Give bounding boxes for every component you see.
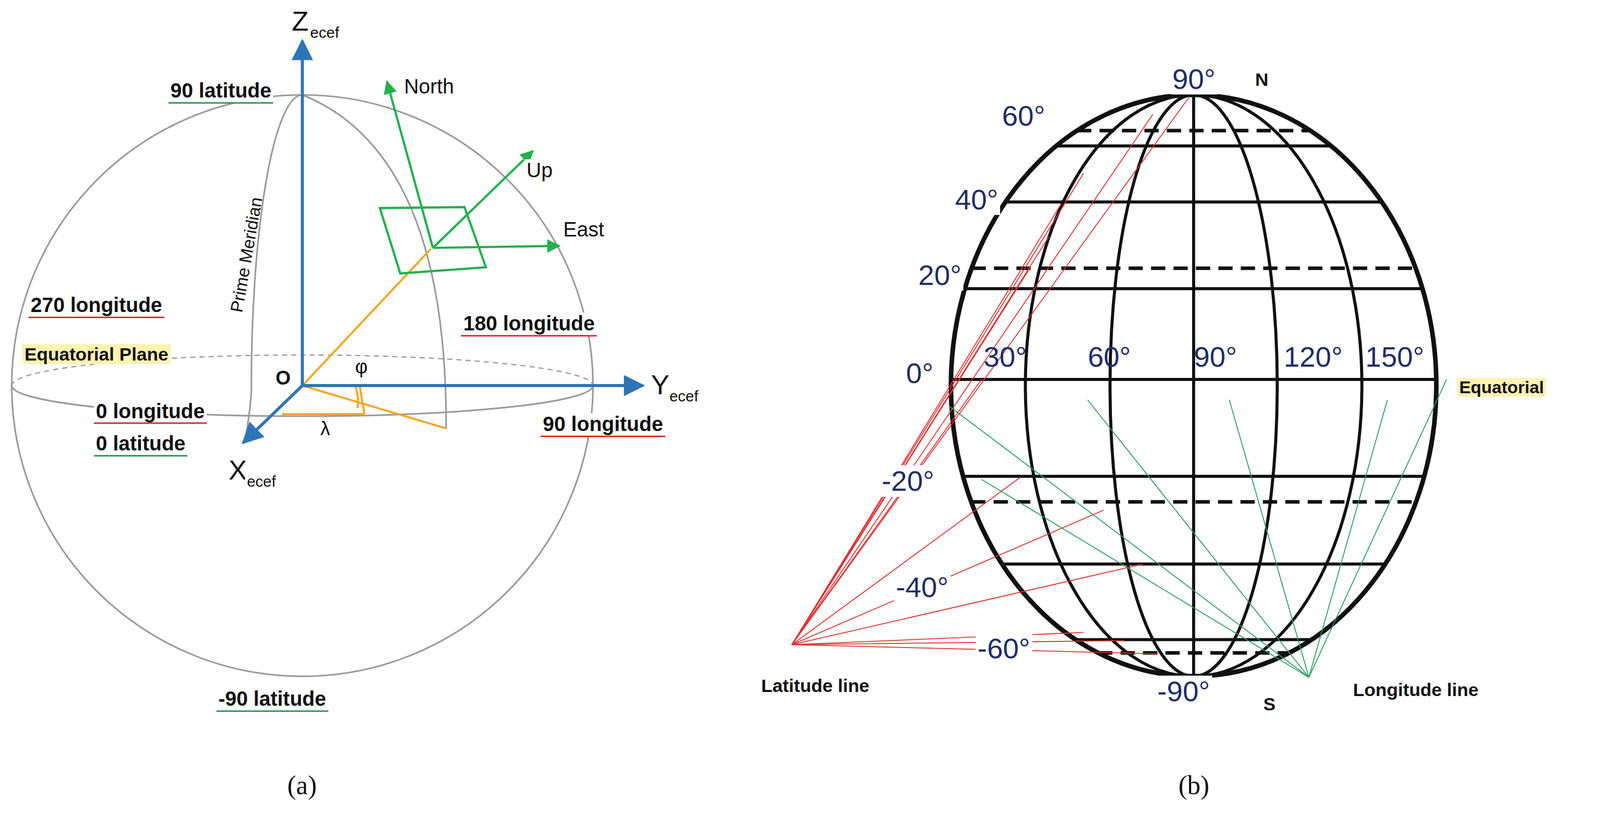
- latitude-label: 90 latitude: [168, 79, 274, 104]
- origin-label: O: [273, 367, 294, 390]
- latitude-chord: [1056, 144, 1331, 148]
- latitude-label: -90 latitude: [216, 687, 329, 712]
- angle-label: λ: [318, 418, 333, 440]
- degree-label: -60°: [975, 632, 1033, 665]
- angle-label: φ: [353, 356, 371, 378]
- pole-label: N: [1252, 69, 1271, 90]
- degree-label: 120°: [1281, 341, 1345, 373]
- leader-line: [791, 640, 1125, 645]
- leader-line: [791, 98, 1189, 645]
- leader-line: [791, 236, 1049, 645]
- leader-line: [949, 405, 1309, 677]
- leader-line: [791, 114, 1153, 645]
- axis-subscript: ecef: [245, 473, 279, 491]
- latitude-chord: [1077, 128, 1311, 133]
- leader-line: [1308, 379, 1447, 677]
- degree-label: 60°: [1000, 100, 1048, 132]
- longitude-label: 180 longitude: [461, 312, 597, 337]
- leader-lines: [791, 98, 1447, 678]
- degree-label: 150°: [1363, 341, 1427, 373]
- latitude-chord: [971, 266, 1416, 271]
- longitude-label: 0 longitude: [93, 400, 207, 425]
- leader-line: [791, 379, 982, 645]
- panel-label: (b): [1176, 770, 1212, 800]
- degree-label: -40°: [893, 571, 951, 603]
- plane-label: Equatorial: [1457, 377, 1546, 397]
- longitude-label: 90 longitude: [540, 413, 665, 438]
- direction-label: North: [401, 75, 456, 99]
- degree-label: 90°: [1192, 341, 1240, 373]
- axis-subscript: ecef: [308, 24, 342, 42]
- globe-b: [951, 94, 1437, 677]
- degree-label: -20°: [879, 465, 937, 497]
- leader-line: [791, 173, 1084, 645]
- leader-line: [791, 564, 1143, 645]
- leader-line: [791, 644, 1158, 654]
- leader-line: [791, 267, 1031, 645]
- degree-label: -90°: [1155, 675, 1212, 708]
- latitude-chord: [971, 499, 1416, 504]
- meridian-label: Prime Meridian: [226, 193, 267, 316]
- axis-subscript: ecef: [667, 388, 701, 405]
- angle-lines: [281, 248, 447, 429]
- leader-line: [1087, 399, 1309, 677]
- degree-label: 0°: [904, 357, 936, 390]
- panel-label: (a): [285, 770, 320, 800]
- degree-label: 40°: [953, 183, 1001, 216]
- latitude-chord: [962, 474, 1424, 478]
- direction-label: Up: [524, 159, 555, 182]
- enu-frame: [379, 81, 560, 274]
- plane-label: Equatorial Plane: [22, 344, 171, 365]
- latitude-chord: [951, 377, 1437, 381]
- longitude-label: 270 longitude: [28, 294, 165, 319]
- ecef-axes: [243, 40, 643, 443]
- callout-label: Longitude line: [1350, 679, 1481, 700]
- pole-label: S: [1261, 693, 1278, 715]
- latitude-chord: [1005, 200, 1382, 204]
- leader-line: [1308, 399, 1388, 677]
- degree-label: 30°: [981, 341, 1030, 373]
- latitude-chord: [1002, 562, 1386, 566]
- direction-label: East: [561, 218, 606, 241]
- leader-line: [791, 295, 1012, 645]
- leader-line: [791, 203, 1061, 645]
- axis-letter: Z: [289, 6, 311, 37]
- latitude-label: 0 latitude: [93, 432, 188, 457]
- callout-label: Latitude line: [759, 675, 872, 696]
- leader-line: [1229, 399, 1309, 677]
- leader-line: [791, 510, 1104, 645]
- degree-label: 60°: [1085, 341, 1134, 373]
- degree-label: 90°: [1170, 63, 1218, 95]
- degree-label: 20°: [916, 259, 964, 292]
